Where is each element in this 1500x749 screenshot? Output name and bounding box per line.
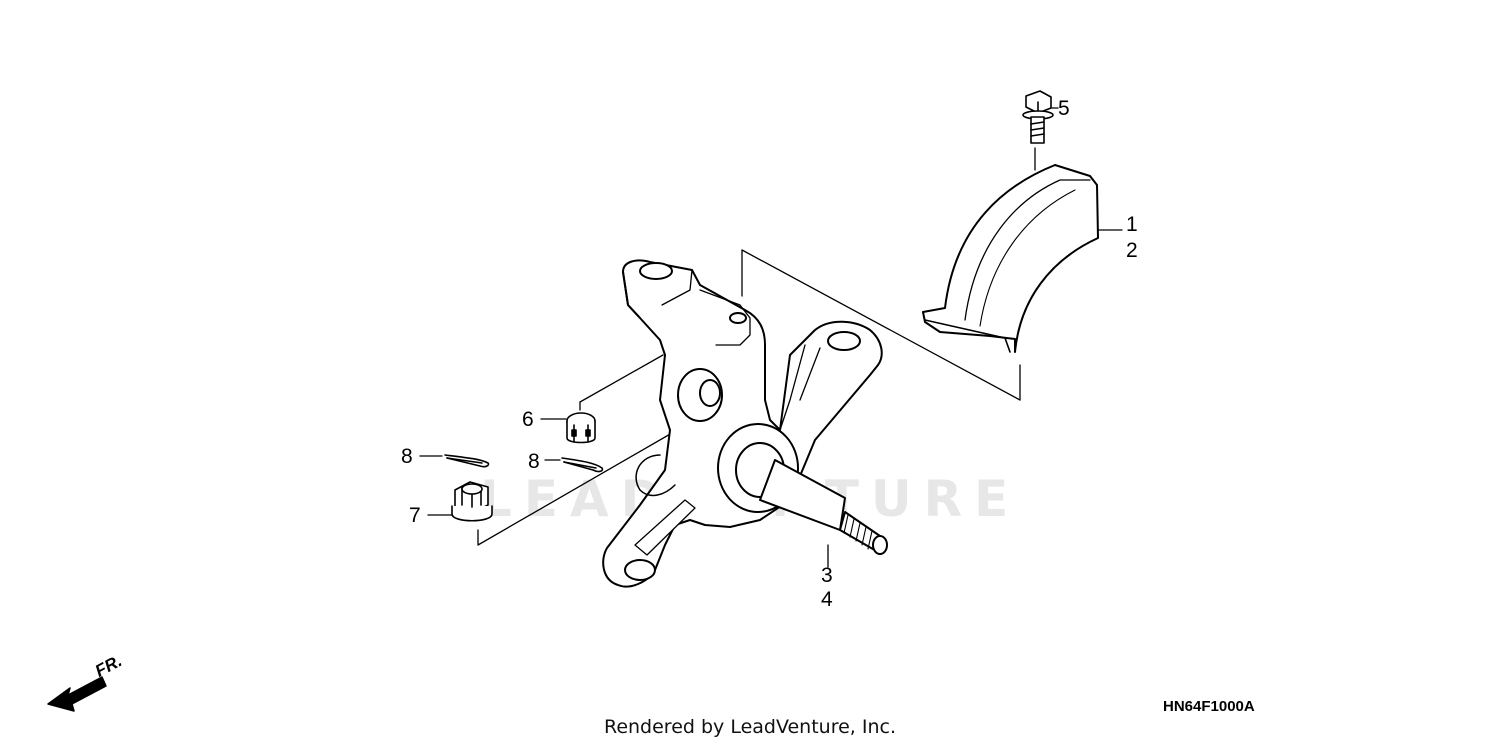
flange-bolt-part-5 bbox=[1022, 90, 1054, 144]
callout-5: 5 bbox=[1058, 97, 1070, 120]
cotter-pin-part-8-right bbox=[561, 457, 604, 473]
callout-4: 4 bbox=[821, 588, 833, 611]
castle-nut-part-7 bbox=[451, 481, 493, 522]
callout-3: 3 bbox=[821, 564, 833, 587]
guide-lines bbox=[419, 107, 1123, 568]
callout-1: 1 bbox=[1126, 213, 1138, 236]
callout-7: 7 bbox=[409, 504, 421, 527]
knuckle-guard-part-1-2 bbox=[922, 164, 1099, 353]
callout-8-right: 8 bbox=[528, 450, 540, 473]
drawing-code: HN64F1000A bbox=[1163, 698, 1255, 715]
callout-8-left: 8 bbox=[401, 445, 413, 468]
cotter-pin-part-8-left bbox=[444, 454, 490, 468]
steering-knuckle-part-3-4 bbox=[602, 259, 888, 588]
callout-2: 2 bbox=[1126, 239, 1138, 262]
callout-6: 6 bbox=[522, 408, 534, 431]
footer-credit: Rendered by LeadVenture, Inc. bbox=[603, 716, 897, 738]
front-direction-arrow-icon bbox=[47, 676, 107, 712]
castle-nut-part-6 bbox=[566, 412, 596, 444]
